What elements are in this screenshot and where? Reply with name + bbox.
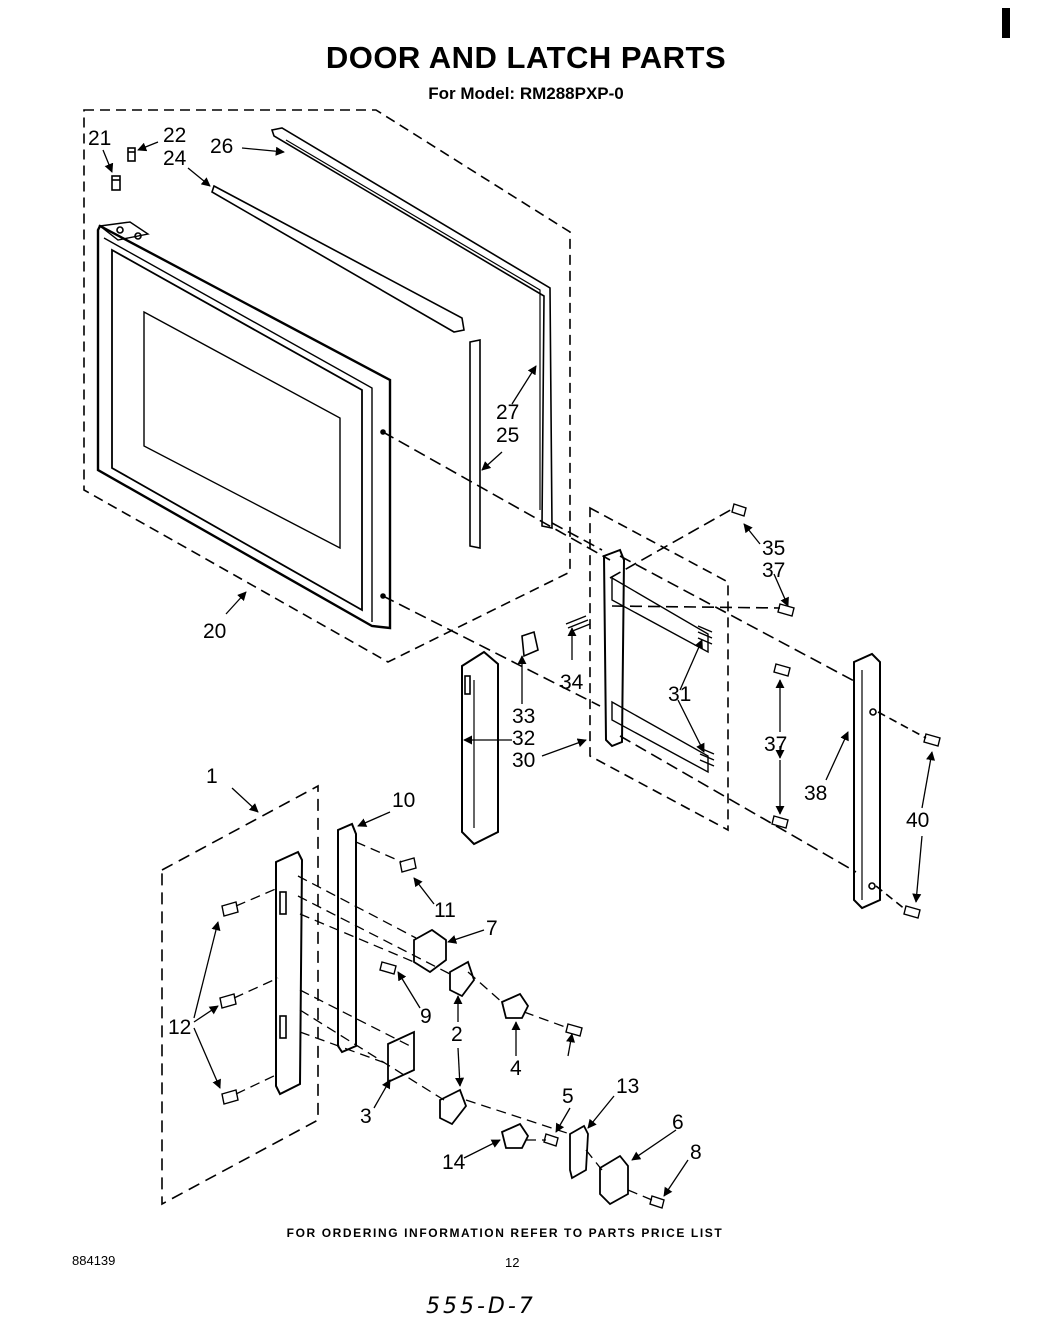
callout-31: 31	[668, 683, 692, 706]
screw-part-40	[903, 733, 941, 919]
callout-33: 33	[512, 705, 536, 728]
switch-part-7	[413, 928, 447, 974]
callout-22: 22	[163, 124, 187, 147]
corner-registration-mark	[1002, 8, 1010, 38]
callout-13: 13	[616, 1075, 640, 1098]
callout-26: 26	[210, 135, 234, 158]
callout-3: 3	[360, 1105, 372, 1128]
door-seal-part-26	[270, 127, 553, 529]
callout-37-top: 37	[762, 559, 786, 582]
callout-4: 4	[510, 1057, 522, 1080]
callout-27: 27	[496, 401, 520, 424]
spring-part-31	[697, 625, 715, 767]
callout-21: 21	[88, 127, 112, 150]
screw-part-37	[771, 603, 795, 829]
screw-part-21	[111, 175, 121, 191]
callout-8: 8	[690, 1141, 702, 1164]
page-title: DOOR AND LATCH PARTS	[325, 40, 727, 75]
latch-plate-part-30	[602, 548, 626, 748]
callout-35: 35	[762, 537, 786, 560]
model-subtitle: For Model: RM288PXP-0	[428, 84, 624, 103]
screw-part-35	[731, 503, 747, 517]
callout-25: 25	[496, 424, 520, 447]
screw-part-9	[379, 961, 397, 975]
switch-part-14	[500, 1122, 530, 1149]
switch-part-6	[599, 1154, 629, 1206]
callout-12: 12	[168, 1016, 192, 1039]
callout-7: 7	[486, 917, 498, 940]
switch-part-4	[500, 992, 530, 1019]
door-assembly-outline	[83, 109, 571, 663]
callout-24: 24	[163, 147, 187, 170]
callout-5: 5	[562, 1085, 574, 1108]
callout-10: 10	[392, 789, 416, 812]
callout-9: 9	[420, 1005, 432, 1028]
spring-part-34	[565, 615, 591, 633]
interlock-assembly-outline	[161, 784, 319, 1206]
leader-arrows	[102, 141, 936, 1197]
plate-part-3	[387, 1030, 415, 1084]
latch-assembly-outline	[589, 506, 729, 832]
document-number: 884139	[72, 1253, 116, 1268]
callout-11: 11	[434, 899, 456, 922]
ordering-note: FOR ORDERING INFORMATION REFER TO PARTS …	[286, 1226, 724, 1240]
door-frame-part-20	[96, 221, 392, 630]
callout-20: 20	[203, 620, 227, 643]
latch-part-33	[521, 630, 539, 658]
actuator-part-2	[449, 960, 476, 998]
callout-32: 32	[512, 727, 536, 750]
rail-part-10	[337, 822, 357, 1054]
screw-part-8	[649, 1195, 665, 1209]
callout-30: 30	[512, 749, 536, 772]
choke-strip-part-25	[469, 339, 481, 549]
page-number: 12	[505, 1255, 520, 1270]
callout-34: 34	[560, 671, 584, 694]
callout-38: 38	[804, 782, 828, 805]
hinge-bar-part-38	[853, 652, 881, 910]
callout-37-lower: 37	[764, 733, 788, 756]
callout-2: 2	[451, 1023, 463, 1046]
bracket-part-13	[569, 1124, 589, 1180]
door-handle-part-32	[461, 650, 499, 846]
screw-part-12	[219, 901, 239, 1105]
callout-1: 1	[206, 765, 218, 788]
handwritten-code: 555-D-7	[426, 1294, 536, 1319]
callout-14: 14	[442, 1151, 466, 1174]
screw-part-5	[565, 1023, 583, 1037]
choke-strip-part-24	[211, 184, 465, 333]
callout-6: 6	[672, 1111, 684, 1134]
screw-part-22	[127, 147, 136, 162]
callout-40: 40	[906, 809, 930, 832]
screw-part-11	[399, 857, 417, 873]
interlock-bracket	[275, 850, 304, 1096]
